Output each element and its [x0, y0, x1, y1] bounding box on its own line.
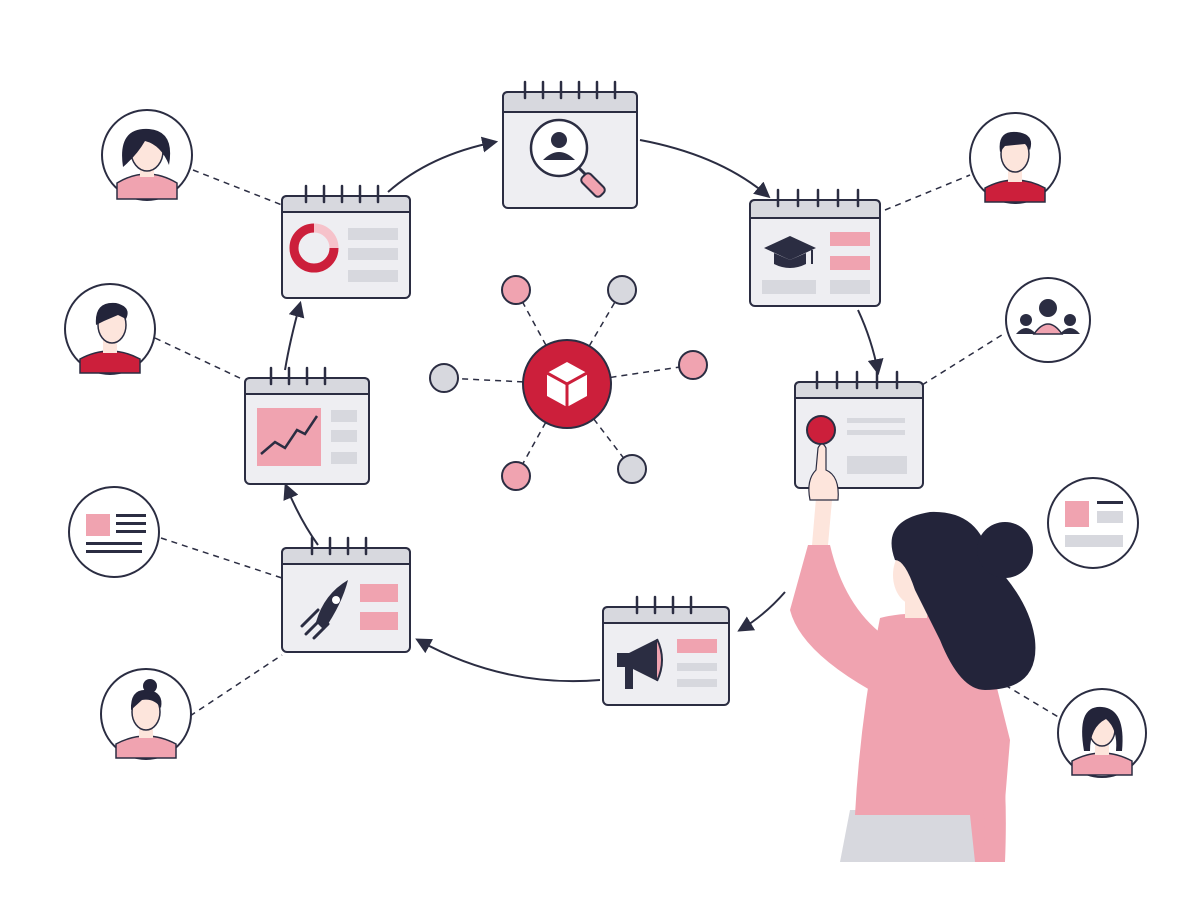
person-man-top-right [969, 112, 1061, 204]
person-woman-bottom-left [100, 668, 192, 760]
rocket-icon [300, 580, 348, 640]
document-icon [86, 514, 146, 553]
node-pink-top [501, 275, 531, 305]
hub-network [429, 275, 708, 491]
dashed-connectors [154, 169, 1061, 719]
man-avatar-icon [984, 131, 1046, 203]
line-chart-icon [257, 408, 321, 466]
cycle-arrows [283, 136, 884, 683]
megaphone-icon [617, 638, 663, 689]
woman-pointing-figure [790, 443, 1036, 862]
node-pink-right [678, 350, 708, 380]
person-doc-right [1047, 477, 1139, 569]
person-doc-left [68, 486, 160, 578]
card-search [502, 80, 638, 209]
person-woman-bottom-right [1057, 688, 1147, 778]
person-man-left [64, 283, 156, 375]
record-button-icon [806, 415, 836, 445]
person-woman-top-left [101, 109, 193, 201]
arrow-growth-to-analytics [284, 300, 305, 371]
node-gray-bottom [617, 454, 647, 484]
node-pink-bottom [501, 461, 531, 491]
node-gray-top [607, 275, 637, 305]
card-record [794, 370, 924, 489]
arrow-search-to-education [639, 139, 771, 199]
woman-avatar-icon [116, 128, 178, 200]
team-icon [1016, 299, 1080, 335]
arrow-launch-to-growth [283, 483, 319, 546]
card-education [749, 188, 881, 307]
node-gray-left [429, 363, 459, 393]
card-announce [602, 595, 730, 706]
arrow-education-to-record [857, 309, 884, 376]
graduation-cap-icon [764, 236, 816, 268]
arrow-record-to-announce [737, 591, 786, 632]
donut-chart-icon [289, 223, 339, 273]
card-launch [281, 536, 411, 653]
woman-bun-avatar-icon [115, 679, 177, 759]
card-analytics [281, 184, 411, 299]
card-growth [244, 366, 370, 485]
person-team-right [1005, 277, 1091, 363]
woman-avatar-icon [1071, 706, 1133, 776]
magnifier-user-icon [529, 118, 606, 198]
man-avatar-icon [79, 302, 141, 374]
arrow-announce-to-launch [415, 638, 601, 683]
arrow-analytics-to-search [387, 136, 499, 193]
document-icon [1065, 501, 1123, 547]
cube-icon [522, 339, 612, 429]
